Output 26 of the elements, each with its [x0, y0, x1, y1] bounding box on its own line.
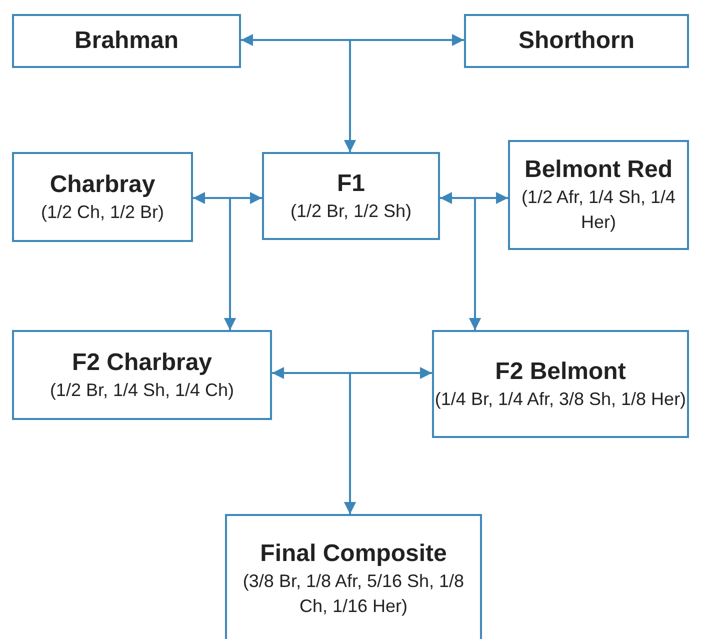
- breed-box: [12, 330, 272, 420]
- connector-arrow: [344, 367, 432, 514]
- breed-name: Shorthorn: [518, 26, 634, 56]
- breed-composition: (1/2 Afr, 1/4 Sh, 1/4 Her): [520, 186, 677, 234]
- breed-composition: (1/2 Br, 1/2 Sh): [290, 200, 412, 223]
- breed-box: [12, 152, 193, 242]
- breed-box: [262, 152, 440, 240]
- connector-arrow: [344, 34, 464, 152]
- breed-box: [508, 140, 689, 250]
- breed-name: F2 Charbray: [72, 348, 212, 378]
- breed-name: F1: [336, 168, 365, 198]
- connector-arrow: [224, 192, 262, 330]
- breed-composition: (1/4 Br, 1/4 Afr, 3/8 Sh, 1/8 Her): [434, 388, 686, 411]
- breed-composition: (1/2 Ch, 1/2 Br): [40, 200, 164, 224]
- breed-box: [12, 14, 241, 68]
- breed-name: Brahman: [74, 26, 179, 56]
- breed-composition: (1/2 Br, 1/4 Sh, 1/4 Ch): [50, 378, 234, 402]
- connector-arrow: [469, 192, 508, 330]
- breed-name: Charbray: [50, 170, 156, 200]
- breed-box: [464, 14, 689, 68]
- breed-box: [225, 514, 482, 639]
- breed-name: Belmont Red: [524, 155, 672, 185]
- breed-composition: (3/8 Br, 1/8 Afr, 5/16 Sh, 1/8 Ch, 1/16 Her): [242, 570, 466, 618]
- breed-name: Final Composite: [260, 539, 447, 569]
- breed-name: F2 Belmont: [495, 356, 626, 386]
- breed-box: [432, 330, 689, 438]
